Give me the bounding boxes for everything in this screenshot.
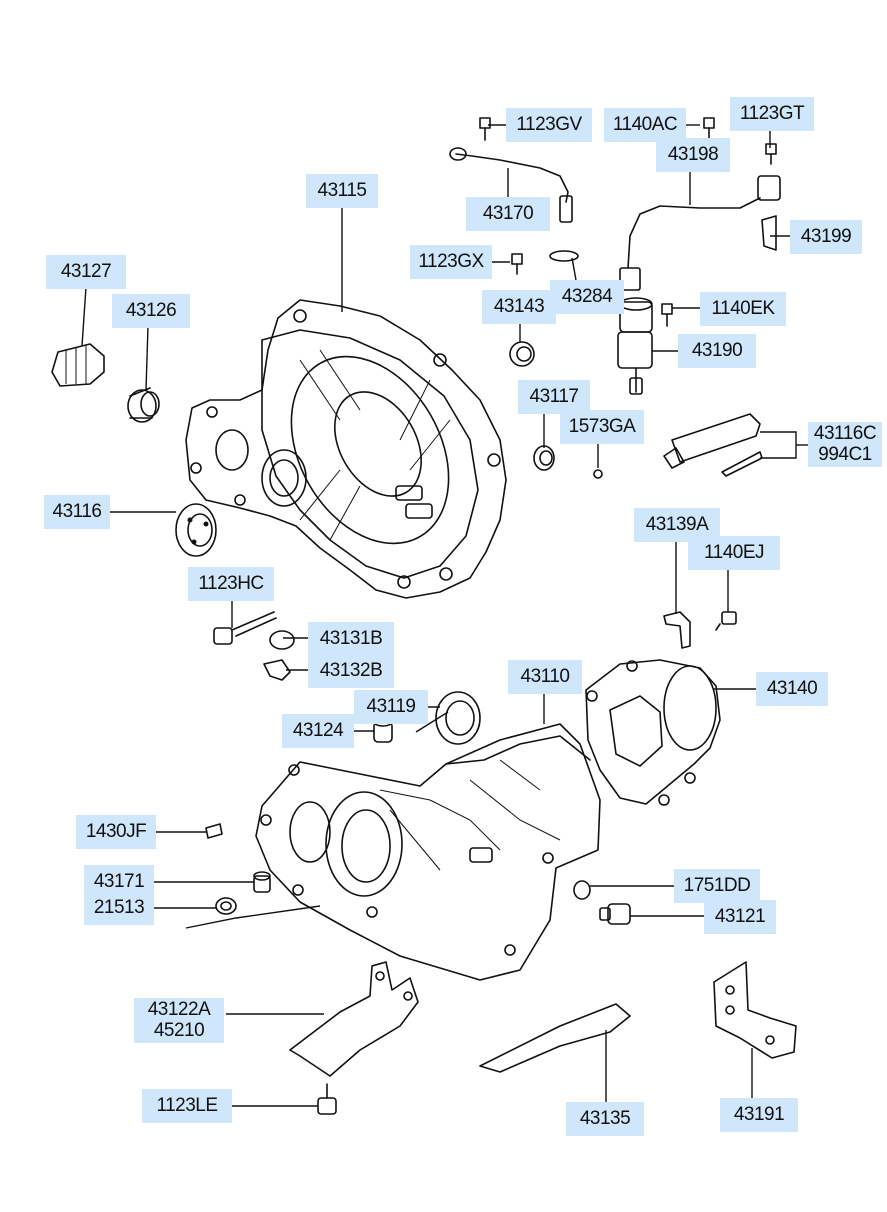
label-43122A-45210: 43122A 45210 (134, 998, 224, 1043)
clamp-43199 (761, 215, 777, 251)
sealant-tube (663, 413, 763, 477)
label-1140EK: 1140EK (700, 292, 786, 326)
label-43132B: 43132B (308, 654, 394, 688)
plug-43171 (253, 871, 271, 893)
label-43131B: 43131B (308, 622, 394, 656)
label-43191: 43191 (720, 1098, 798, 1132)
label-1123HC: 1123HC (188, 567, 274, 601)
label-43284: 43284 (550, 280, 624, 314)
label-43116: 43116 (44, 495, 110, 529)
bolt-1123HC (213, 611, 277, 645)
bracket-43191 (713, 961, 797, 1059)
label-1140AC: 1140AC (604, 108, 686, 142)
label-43110: 43110 (508, 660, 582, 694)
label-1140EJ: 1140EJ (688, 536, 780, 570)
label-43199: 43199 (790, 220, 862, 254)
label-43198: 43198 (656, 138, 730, 172)
bolt-1123LE (317, 1083, 337, 1115)
boot-43127 (51, 343, 105, 387)
label-43116C: 43116C (813, 423, 877, 444)
label-43140: 43140 (756, 672, 828, 706)
bushing-43126 (127, 387, 160, 423)
label-1123LE: 1123LE (142, 1089, 232, 1123)
plug-43121 (599, 903, 631, 925)
label-43121: 43121 (704, 900, 776, 934)
extension-housing-43140 (585, 659, 721, 806)
sensor-43170 (449, 147, 573, 223)
ring-43284 (549, 250, 579, 262)
bracket-43139A (663, 611, 691, 649)
label-43170: 43170 (466, 197, 550, 231)
cover-plate-43135 (479, 1003, 631, 1073)
label-1430JF: 1430JF (76, 815, 156, 849)
bolt-1123GV (479, 117, 491, 141)
bolt-1123GX (511, 253, 523, 275)
clutch-housing-43115 (185, 299, 507, 599)
seal-43117 (533, 445, 555, 471)
bolt-1140EK (661, 303, 673, 327)
gasket-1751DD (573, 880, 591, 900)
plug-1573GA (593, 469, 603, 479)
label-43126: 43126 (112, 294, 190, 328)
label-21513: 21513 (84, 891, 154, 925)
label-43143: 43143 (482, 290, 556, 324)
speedometer-assembly-43190 (617, 297, 653, 395)
seal-43116 (175, 503, 217, 557)
label-45210: 45210 (153, 1020, 205, 1041)
label-43122A: 43122A (147, 999, 211, 1020)
bolt-1140AC (703, 117, 715, 141)
label-43115: 43115 (306, 174, 378, 208)
harness-43198 (619, 175, 781, 291)
label-994C1: 994C1 (818, 444, 872, 465)
label-43135: 43135 (566, 1102, 644, 1136)
label-43127: 43127 (46, 255, 126, 289)
cap-43131B (269, 630, 295, 650)
label-1123GV: 1123GV (506, 108, 592, 142)
leader-lines (81, 124, 808, 1107)
gasket-21513 (215, 897, 237, 915)
transaxle-case-43110 (255, 723, 601, 981)
label-43116C-994C1: 43116C 994C1 (808, 422, 882, 467)
seal-43143 (509, 341, 535, 367)
pin-1430JF (205, 823, 223, 839)
label-43190: 43190 (678, 334, 756, 368)
label-1573GA: 1573GA (560, 410, 644, 444)
bolt-1140EJ (715, 611, 737, 631)
label-43117: 43117 (518, 380, 590, 414)
label-43119: 43119 (354, 690, 428, 724)
label-43124: 43124 (282, 714, 354, 748)
clip-43132B (263, 659, 291, 681)
label-1123GT: 1123GT (730, 97, 814, 131)
oil-seal-43119 (435, 691, 481, 745)
label-1123GX: 1123GX (410, 245, 492, 279)
bracket-43122A (289, 961, 419, 1077)
label-1751DD: 1751DD (674, 869, 760, 903)
bolt-1123GT (765, 143, 777, 165)
